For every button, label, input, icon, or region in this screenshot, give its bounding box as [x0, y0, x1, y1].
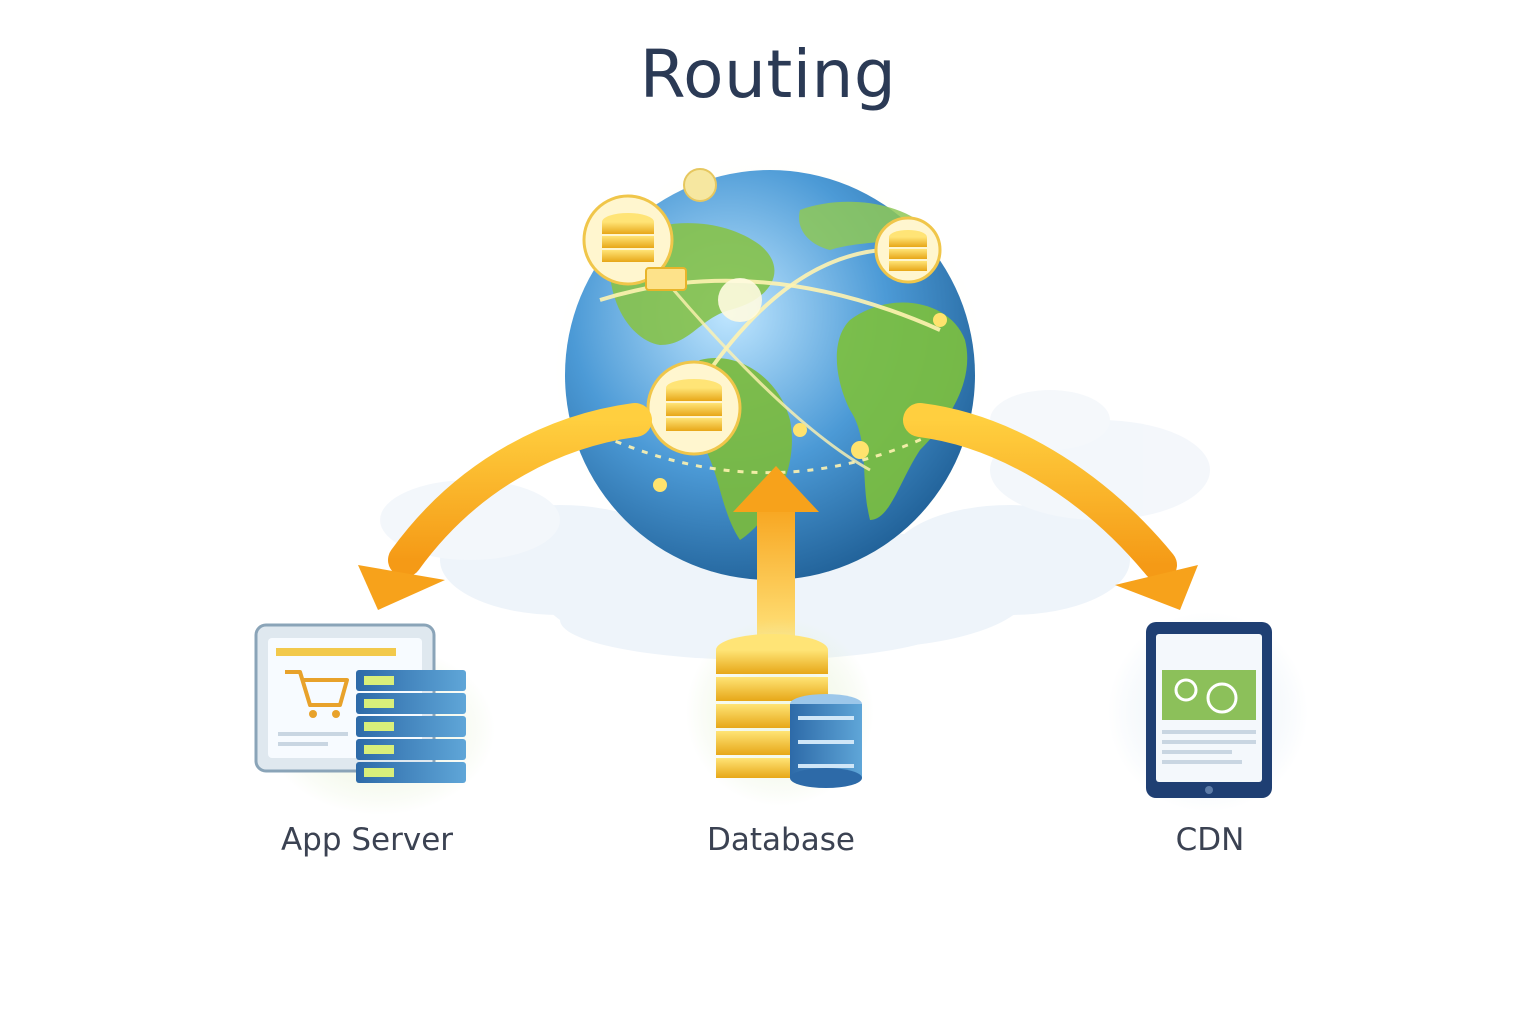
tablet-icon	[1108, 612, 1308, 812]
globe-node-database	[874, 216, 942, 284]
database-icon	[686, 618, 874, 806]
page-title: Routing	[639, 36, 897, 113]
server-rack	[356, 670, 466, 783]
globe-node-database	[646, 360, 742, 456]
globe-node-database	[582, 194, 687, 291]
app-server-label: App Server	[280, 822, 454, 858]
database-cylinder-blue	[790, 694, 862, 788]
cdn-label: CDN	[1175, 822, 1245, 858]
arrow-to-app-server	[358, 403, 652, 610]
arrow-from-database	[733, 466, 819, 640]
app-server-icon	[254, 623, 495, 815]
arrow-to-cdn	[903, 403, 1198, 610]
database-label: Database	[707, 822, 855, 858]
